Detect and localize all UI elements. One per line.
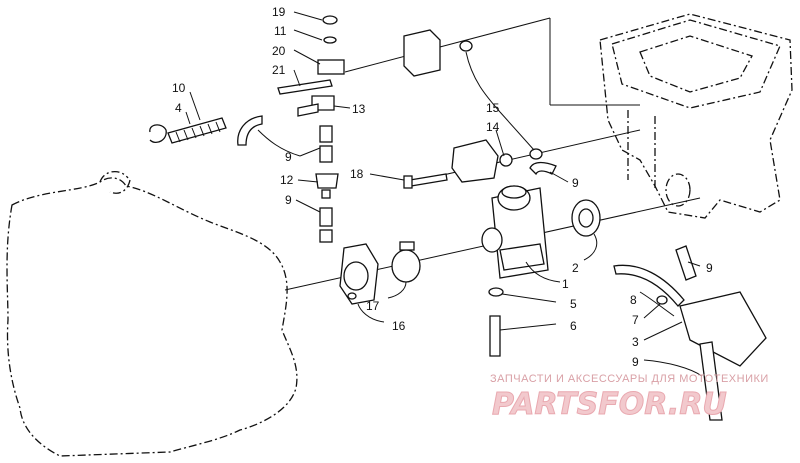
- callout-9e: 9: [632, 355, 639, 369]
- callout-3: 3: [632, 335, 639, 349]
- airbox-outline: [599, 13, 793, 219]
- callout-13: 13: [352, 102, 366, 116]
- watermark-caption: ЗАПЧАСТИ И АКСЕССУАРЫ ДЛЯ МОТОТЕХНИКИ: [490, 373, 769, 385]
- clip-5: [488, 287, 504, 297]
- callout-4: 4: [175, 101, 182, 115]
- drain-tube-6: [489, 315, 501, 357]
- carburetor: [481, 161, 557, 279]
- callout-7: 7: [632, 313, 639, 327]
- fuel-line-and-filter: [315, 125, 339, 243]
- callout-5: 5: [570, 297, 577, 311]
- hose-clamp: [391, 241, 421, 283]
- callout-labels: 19 11 20 21 13 10 4 9 12 9 15 14 18 9 2 …: [172, 5, 713, 369]
- callout-16: 16: [392, 319, 406, 333]
- callout-15: 15: [486, 101, 500, 115]
- callout-18: 18: [350, 167, 364, 181]
- engine-fin-detail: [99, 171, 131, 194]
- callout-17: 17: [366, 299, 380, 313]
- grommet-15-lower: [529, 148, 543, 160]
- callout-leaders: [185, 11, 703, 377]
- cable-bracket: [451, 139, 499, 183]
- intake-adapter: [571, 199, 601, 237]
- callout-19: 19: [272, 5, 286, 19]
- callout-21: 21: [272, 63, 286, 77]
- callout-8: 8: [630, 293, 637, 307]
- spacer-14: [499, 153, 513, 167]
- bolt-18: [409, 173, 448, 187]
- watermark: ЗАПЧАСТИ И АКСЕССУАРЫ ДЛЯ МОТОТЕХНИКИ PA…: [490, 373, 769, 423]
- watermark-brand: PARTSFOR.RU: [492, 387, 727, 422]
- callout-20: 20: [272, 44, 286, 58]
- callout-14: 14: [486, 120, 500, 134]
- callout-10: 10: [172, 81, 186, 95]
- bolt-18-head: [403, 175, 413, 189]
- pulse-valve-assembly: [613, 245, 767, 421]
- callout-9c: 9: [572, 176, 579, 190]
- callout-11: 11: [274, 24, 287, 38]
- callout-6: 6: [570, 319, 577, 333]
- spring-part-10: [149, 117, 227, 144]
- grommet-15-upper: [459, 40, 473, 52]
- callout-9b: 9: [285, 193, 292, 207]
- callout-9d: 9: [706, 261, 713, 275]
- callout-2: 2: [572, 261, 579, 275]
- fuel-valve-assembly: [277, 15, 345, 117]
- engine-outline: [6, 177, 298, 457]
- callout-12: 12: [280, 173, 294, 187]
- callout-1: 1: [562, 277, 569, 291]
- fuel-hose-upper: [237, 115, 263, 146]
- callout-9a: 9: [285, 150, 292, 164]
- mounting-bracket: [403, 29, 441, 77]
- intake-flange: [339, 243, 379, 305]
